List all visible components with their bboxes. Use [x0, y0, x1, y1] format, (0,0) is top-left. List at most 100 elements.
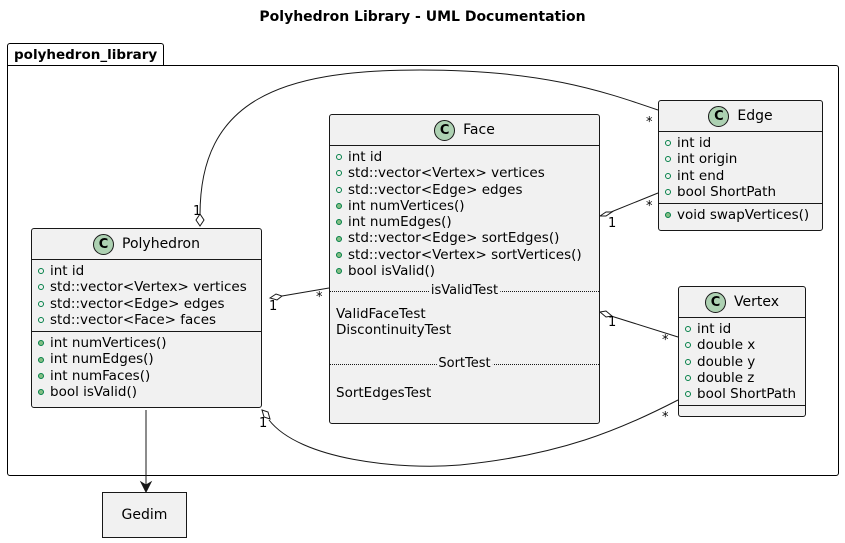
public-method-icon: [336, 235, 342, 242]
polyhedron-vertex-aggregation: [268, 399, 679, 467]
section-separator: isValidTest: [330, 283, 599, 306]
mult-face-vertex-one: 1: [608, 315, 617, 330]
attribute-row: std::vector<Vertex> vertices: [38, 279, 261, 295]
public-field-icon: [665, 172, 671, 179]
class-face-name: Face: [463, 122, 495, 138]
public-method-icon: [336, 203, 342, 210]
class-edge-header: C Edge: [659, 101, 822, 131]
method-row: int numVertices(): [336, 198, 599, 214]
attribute-row: bool ShortPath: [685, 386, 805, 402]
public-method-icon: [38, 356, 44, 363]
attribute-row: int id: [665, 135, 822, 151]
vertex-methods-empty: [679, 405, 805, 412]
face-edge-aggregation: [610, 192, 659, 213]
mult-poly-edge-one: 1: [193, 204, 202, 219]
mult-poly-vertex-many: *: [662, 410, 669, 425]
class-polyhedron[interactable]: C Polyhedron int id std::vector<Vertex> …: [31, 228, 262, 408]
method-row: int numEdges(): [336, 214, 599, 230]
public-method-icon: [38, 340, 44, 347]
attribute-row: int end: [665, 168, 822, 184]
public-field-icon: [685, 391, 691, 398]
mult-poly-face-one: 1: [269, 299, 278, 314]
polyhedron-attributes: int id std::vector<Vertex> vertices std:…: [32, 259, 261, 331]
polyhedron-face-diamond: [268, 293, 284, 301]
method-row: std::vector<Edge> sortEdges(): [336, 230, 599, 246]
attribute-row: double x: [685, 337, 805, 353]
public-field-icon: [685, 358, 691, 365]
public-field-icon: [685, 326, 691, 333]
public-field-icon: [665, 189, 671, 196]
public-field-icon: [685, 342, 691, 349]
section-item: ValidFaceTest: [336, 306, 426, 323]
polyhedron-edge-diamond: [195, 213, 205, 227]
external-gedim-frame[interactable]: Gedim: [102, 492, 187, 538]
public-method-icon: [336, 251, 342, 258]
class-stereotype-icon: C: [708, 105, 730, 127]
attribute-row: bool ShortPath: [665, 184, 822, 200]
section-separator: SortTest: [330, 356, 599, 379]
face-vertex-aggregation: [610, 315, 679, 338]
edge-attributes: int id int origin int end bool ShortPath: [659, 131, 822, 203]
public-method-icon: [336, 268, 342, 275]
public-field-icon: [336, 186, 342, 193]
method-row: int numEdges(): [38, 351, 261, 367]
public-method-icon: [665, 212, 671, 219]
mult-face-edge-many: *: [646, 199, 653, 214]
mult-poly-face-many: *: [316, 290, 323, 305]
public-method-icon: [336, 219, 342, 226]
public-field-icon: [665, 140, 671, 147]
edge-methods: void swapVertices(): [659, 203, 822, 226]
method-row: void swapVertices(): [665, 207, 822, 223]
gedim-arrowhead: [139, 480, 153, 494]
vertex-attributes: int id double x double y double z bool S…: [679, 317, 805, 405]
attribute-row: std::vector<Edge> edges: [336, 182, 599, 198]
public-field-icon: [336, 170, 342, 177]
attribute-row: std::vector<Face> faces: [38, 312, 261, 328]
mult-face-vertex-many: *: [662, 333, 669, 348]
attribute-row: double y: [685, 354, 805, 370]
class-vertex[interactable]: C Vertex int id double x double y double…: [678, 286, 806, 417]
class-edge-name: Edge: [737, 108, 773, 124]
class-stereotype-icon: C: [434, 119, 456, 141]
class-face[interactable]: C Face int id std::vector<Vertex> vertic…: [329, 114, 600, 424]
method-row: int numVertices(): [38, 335, 261, 351]
polyhedron-face-aggregation: [281, 287, 330, 297]
public-field-icon: [38, 300, 44, 307]
public-field-icon: [665, 156, 671, 163]
section-title: isValidTest: [428, 283, 501, 300]
polyhedron-edge-aggregation: [199, 69, 659, 216]
attribute-row: int id: [685, 321, 805, 337]
class-edge[interactable]: C Edge int id int origin int end bool Sh…: [658, 100, 823, 231]
mult-poly-edge-many: *: [646, 115, 653, 130]
attribute-row: std::vector<Vertex> vertices: [336, 165, 599, 181]
class-vertex-header: C Vertex: [679, 287, 805, 317]
class-vertex-name: Vertex: [733, 294, 779, 310]
diagram-title: Polyhedron Library - UML Documentation: [259, 9, 586, 25]
method-row: bool isValid(): [336, 263, 599, 279]
face-vertex-diamond: [598, 310, 614, 318]
class-face-header: C Face: [330, 115, 599, 145]
face-section-isvalidtest: ValidFaceTest DiscontinuityTest: [330, 306, 599, 338]
method-row: bool isValid(): [38, 384, 261, 400]
face-edge-diamond: [598, 211, 614, 217]
polyhedron-vertex-diamond: [261, 409, 271, 420]
attribute-row: int id: [336, 149, 599, 165]
package-frame: [7, 65, 839, 476]
public-field-icon: [336, 154, 342, 161]
class-stereotype-icon: C: [93, 233, 115, 255]
section-item: DiscontinuityTest: [336, 322, 452, 339]
public-field-icon: [38, 284, 44, 291]
method-row: int numFaces(): [38, 368, 261, 384]
class-polyhedron-name: Polyhedron: [122, 236, 200, 252]
face-section-sorttest: SortEdgesTest: [330, 385, 599, 401]
attribute-row: double z: [685, 370, 805, 386]
public-field-icon: [38, 268, 44, 275]
public-field-icon: [685, 375, 691, 382]
attribute-row: std::vector<Edge> edges: [38, 296, 261, 312]
mult-face-edge-one: 1: [608, 216, 617, 231]
method-row: std::vector<Vertex> sortVertices(): [336, 247, 599, 263]
face-attributes: int id std::vector<Vertex> vertices std:…: [330, 145, 599, 282]
attribute-row: int id: [38, 263, 261, 279]
class-polyhedron-header: C Polyhedron: [32, 229, 261, 259]
